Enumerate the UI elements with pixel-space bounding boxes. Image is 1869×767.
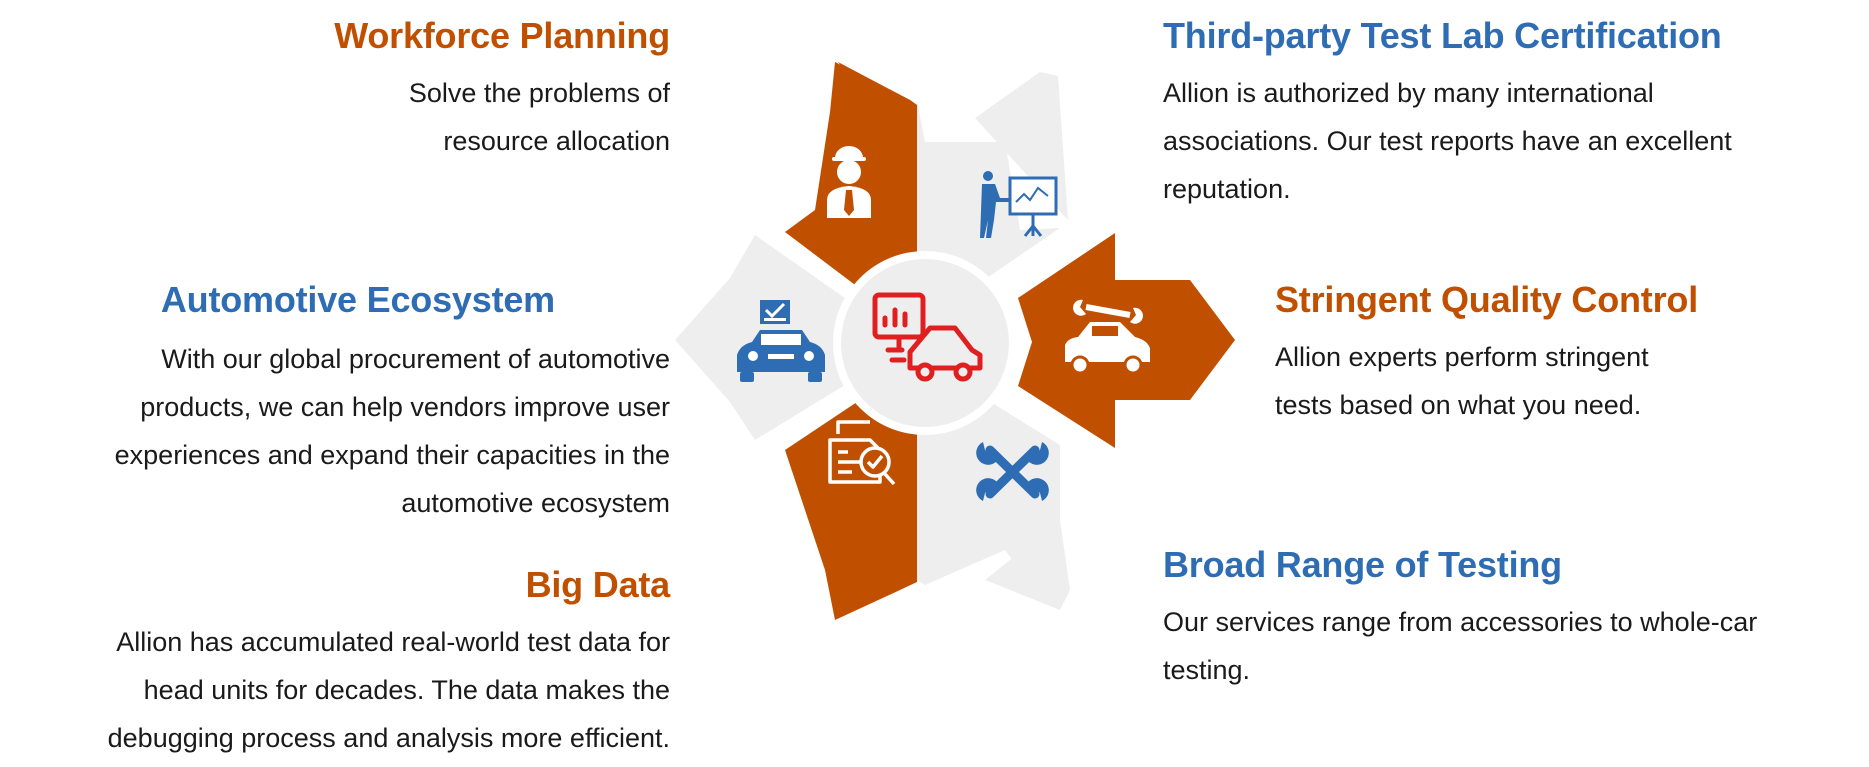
stringent-quality-control-title: Stringent Quality Control xyxy=(1275,279,1698,320)
stringent-quality-control-line-1: Allion experts perform stringent xyxy=(1275,342,1649,373)
section-broad-range-testing: Broad Range of Testing Our services rang… xyxy=(1163,543,1863,694)
third-party-certification-line-3: reputation. xyxy=(1163,174,1291,205)
broad-range-testing-line-2: testing. xyxy=(1163,655,1251,686)
broad-range-testing-line-1: Our services range from accessories to w… xyxy=(1163,607,1758,638)
document-check-icon xyxy=(828,420,896,486)
third-party-certification-line-2: associations. Our test reports have an e… xyxy=(1163,126,1732,157)
section-big-data: Big Data Allion has accumulated real-wor… xyxy=(10,563,671,762)
car-checklist-icon xyxy=(737,300,825,382)
wheel-segment-bottom-left xyxy=(785,390,917,620)
automotive-ecosystem-line-4: automotive ecosystem xyxy=(401,488,670,519)
stringent-quality-control-line-2: tests based on what you need. xyxy=(1275,390,1642,421)
automotive-ecosystem-line-2: products, we can help vendors improve us… xyxy=(140,392,670,423)
section-third-party-certification: Third-party Test Lab Certification Allio… xyxy=(1163,14,1863,213)
workforce-planning-title: Workforce Planning xyxy=(334,15,670,56)
big-data-line-3: debugging process and analysis more effi… xyxy=(107,723,670,754)
car-wrench-icon xyxy=(1065,299,1150,375)
engineer-icon xyxy=(827,146,871,218)
section-stringent-quality-control: Stringent Quality Control Allion experts… xyxy=(1275,278,1855,429)
hexagon-arrow-wheel xyxy=(675,62,1235,620)
section-workforce-planning: Workforce Planning Solve the problems of… xyxy=(80,14,670,165)
broad-range-testing-title: Broad Range of Testing xyxy=(1163,544,1562,585)
automotive-ecosystem-title: Automotive Ecosystem xyxy=(160,279,555,320)
third-party-certification-title: Third-party Test Lab Certification xyxy=(1163,15,1722,56)
wheel-segment-left xyxy=(675,235,866,440)
tools-icon xyxy=(976,442,1049,501)
center-circle xyxy=(841,259,1009,427)
connected-car-dashboard-icon xyxy=(872,292,983,382)
automotive-ecosystem-line-3: experiences and expand their capacities … xyxy=(114,440,670,471)
big-data-title: Big Data xyxy=(525,564,671,605)
workforce-planning-line-2: resource allocation xyxy=(443,126,670,157)
automotive-ecosystem-line-1: With our global procurement of automotiv… xyxy=(161,344,670,375)
big-data-line-2: head units for decades. The data makes t… xyxy=(143,675,670,706)
workforce-planning-line-1: Solve the problems of xyxy=(408,78,670,109)
presenter-icon xyxy=(980,171,1058,238)
third-party-certification-line-1: Allion is authorized by many internation… xyxy=(1163,78,1654,109)
big-data-line-1: Allion has accumulated real-world test d… xyxy=(116,627,670,658)
section-automotive-ecosystem: Automotive Ecosystem With our global pro… xyxy=(10,278,670,527)
